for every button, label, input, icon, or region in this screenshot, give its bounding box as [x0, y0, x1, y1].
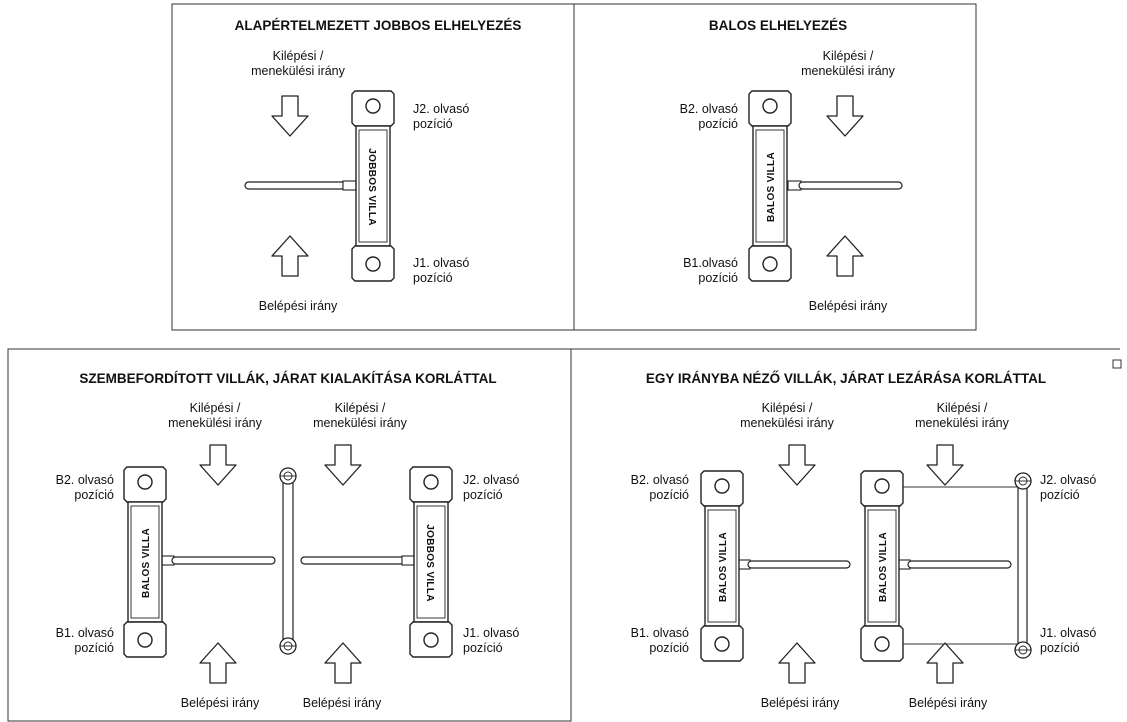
turnstile-arm-right [300, 556, 405, 565]
exit-direction-label: Kilépési / [823, 49, 874, 63]
left-reader-bottom-2: pozíció [649, 641, 689, 655]
exit-direction-label-left-2: menekülési irány [168, 416, 263, 430]
right-reader-top: J2. olvasó [1040, 473, 1096, 487]
turnstile-arm [244, 181, 346, 190]
right-reader-bottom: J1. olvasó [463, 626, 519, 640]
entry-arrow-right-icon [324, 642, 362, 684]
exit-direction-label-2: menekülési irány [251, 64, 346, 78]
reader-position-top: J2. olvasó [413, 102, 469, 116]
turnstile-arm-left [171, 556, 276, 565]
panel-2-frame [573, 3, 977, 331]
entry-arrow-left-icon [199, 642, 237, 684]
panel-4-title: EGY IRÁNYBA NÉZŐ VILLÁK, JÁRAT LEZÁRÁSA … [646, 371, 1046, 386]
right-reader-bottom: J1. olvasó [1040, 626, 1096, 640]
barrier-post-top-icon [279, 467, 297, 485]
exit-direction-label: Kilépési / [273, 49, 324, 63]
post-label: JOBBOS VILLA [366, 148, 377, 226]
entry-arrow-icon [826, 235, 864, 277]
exit-arrow-right-icon [926, 444, 964, 486]
reader-position-top: B2. olvasó [680, 102, 738, 116]
right-reader-top: J2. olvasó [463, 473, 519, 487]
barrier-rail [282, 481, 294, 643]
reader-position-top-2: pozíció [413, 117, 453, 131]
left-post-label: BALOS VILLA [141, 528, 152, 598]
left-reader-bottom-2: pozíció [74, 641, 114, 655]
exit-direction-label-left-2: menekülési irány [740, 416, 835, 430]
entry-direction-label: Belépési irány [259, 299, 338, 313]
reader-position-bottom-2: pozíció [413, 271, 453, 285]
left-reader-top-2: pozíció [74, 488, 114, 502]
reader-position-bottom-2: pozíció [698, 271, 738, 285]
corner-marker [1112, 359, 1122, 369]
barrier-rail [1017, 487, 1028, 649]
exit-direction-label-right: Kilépési / [335, 401, 386, 415]
exit-arrow-right-icon [324, 444, 362, 486]
exit-direction-label-left: Kilépési / [762, 401, 813, 415]
panel-3-frame [7, 348, 572, 722]
exit-direction-label-2: menekülési irány [801, 64, 896, 78]
entry-arrow-icon [271, 235, 309, 277]
exit-arrow-left-icon [778, 444, 816, 486]
exit-direction-label-right: Kilépési / [937, 401, 988, 415]
panel-1-title: ALAPÉRTELMEZETT JOBBOS ELHELYEZÉS [235, 18, 522, 33]
left-reader-top: B2. olvasó [631, 473, 689, 487]
exit-direction-label-right-2: menekülési irány [915, 416, 1010, 430]
left-reader-bottom: B1. olvasó [56, 626, 114, 640]
entry-arrow-right-icon [926, 642, 964, 684]
exit-arrow-icon [271, 95, 309, 137]
reader-position-bottom: B1.olvasó [683, 256, 738, 270]
right-reader-bottom-2: pozíció [463, 641, 503, 655]
entry-direction-label-left: Belépési irány [181, 696, 260, 710]
panel-2: BALOS ELHELYEZÉS Kilépési / menekülési i… [680, 18, 903, 313]
entry-direction-label-right: Belépési irány [909, 696, 988, 710]
panel-1: ALAPÉRTELMEZETT JOBBOS ELHELYEZÉS Kilépé… [235, 18, 522, 313]
turnstile-arm [798, 181, 903, 190]
barrier-post-bottom-icon [1014, 641, 1032, 659]
post-label: BALOS VILLA [766, 152, 777, 222]
right-reader-top-2: pozíció [1040, 488, 1080, 502]
exit-arrow-left-icon [199, 444, 237, 486]
reader-position-bottom: J1. olvasó [413, 256, 469, 270]
left-reader-bottom: B1. olvasó [631, 626, 689, 640]
barrier-post-top-icon [1014, 472, 1032, 490]
panel-3: SZEMBEFORDÍTOTT VILLÁK, JÁRAT KIALAKÍTÁS… [56, 371, 520, 710]
panel-4: EGY IRÁNYBA NÉZŐ VILLÁK, JÁRAT LEZÁRÁSA … [631, 371, 1097, 710]
entry-arrow-left-icon [778, 642, 816, 684]
left-reader-top: B2. olvasó [56, 473, 114, 487]
exit-arrow-icon [826, 95, 864, 137]
reader-position-top-2: pozíció [698, 117, 738, 131]
left-post-label: BALOS VILLA [718, 532, 729, 602]
turnstile-arm-left [747, 560, 851, 569]
entry-direction-label: Belépési irány [809, 299, 888, 313]
right-post-label: BALOS VILLA [878, 532, 889, 602]
left-reader-top-2: pozíció [649, 488, 689, 502]
exit-direction-label-left: Kilépési / [190, 401, 241, 415]
exit-direction-label-right-2: menekülési irány [313, 416, 408, 430]
right-reader-top-2: pozíció [463, 488, 503, 502]
panel-2-title: BALOS ELHELYEZÉS [709, 18, 847, 33]
right-post-label: JOBBOS VILLA [424, 524, 435, 602]
turnstile-arm-right [907, 560, 1012, 569]
entry-direction-label-right: Belépési irány [303, 696, 382, 710]
right-reader-bottom-2: pozíció [1040, 641, 1080, 655]
panel-3-title: SZEMBEFORDÍTOTT VILLÁK, JÁRAT KIALAKÍTÁS… [79, 371, 496, 386]
barrier-post-bottom-icon [279, 637, 297, 655]
entry-direction-label-left: Belépési irány [761, 696, 840, 710]
